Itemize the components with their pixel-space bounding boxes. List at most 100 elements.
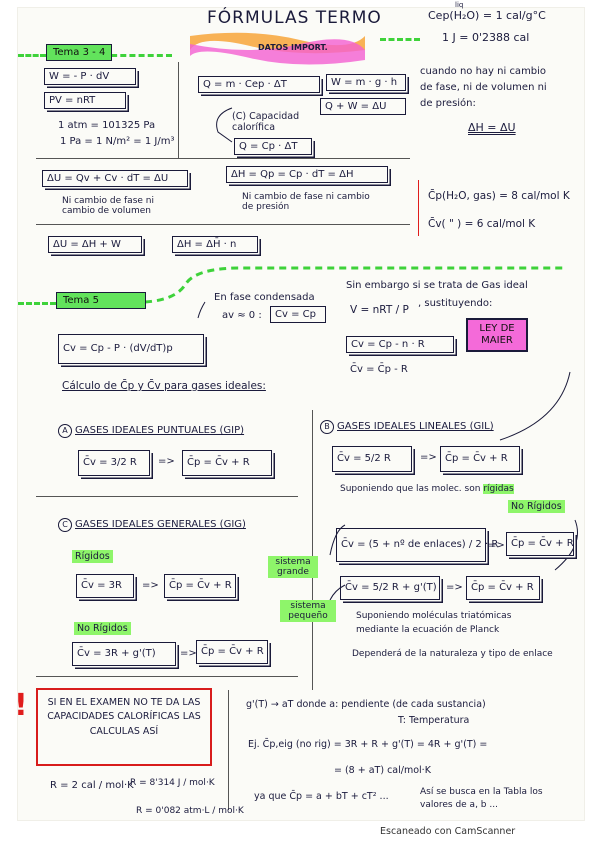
divider bbox=[18, 302, 56, 305]
gil-cv-bonds: C̄v = (5 + nº de enlaces) / 2 · R bbox=[336, 528, 498, 562]
gig-cv2: C̄v = 3R + g'(T) bbox=[72, 642, 176, 666]
gil-cp-g: C̄p = C̄v + R bbox=[466, 576, 540, 600]
alpha-approx: av ≈ 0 : bbox=[222, 310, 262, 321]
substituting-label: , sustituyendo: bbox=[418, 298, 493, 309]
gig-cp: C̄p = C̄v + R bbox=[164, 574, 236, 598]
gig-cv: C̄v = 3R bbox=[76, 574, 134, 598]
no-change-note: cuando no hay ni cambio de fase, ni de v… bbox=[420, 66, 547, 109]
joule-conversion: 1 J = 0'2388 cal bbox=[442, 31, 530, 44]
separator bbox=[312, 410, 313, 690]
condensed-phase-note: En fase condensada bbox=[214, 292, 315, 303]
divider bbox=[102, 54, 172, 57]
first-law-formula: Q + W = ΔU bbox=[320, 98, 406, 115]
separator bbox=[228, 690, 229, 810]
mayer-law-badge: LEY DE MAIER bbox=[466, 318, 528, 352]
gig-cp2: C̄p = C̄v + R bbox=[196, 640, 268, 664]
atm-conversion: 1 atm = 101325 Pa bbox=[58, 120, 156, 131]
capacity-heat-formula: Q = Cp · ΔT bbox=[234, 138, 312, 155]
ideal-gas-formula: PV = nRT bbox=[44, 92, 126, 109]
calc-title-text: Cálculo de C̄p y C̄v para gases ideales: bbox=[62, 380, 266, 392]
arrow-icon: => bbox=[180, 648, 197, 659]
capacity-label: (C) Capacidad calorífica bbox=[232, 111, 300, 133]
no-rigid-highlight: No Rígidos bbox=[508, 500, 565, 513]
du-dh-formula: ΔU = ΔH + W bbox=[48, 236, 142, 253]
example-cp-result: = (8 + aT) cal/mol·K bbox=[334, 765, 431, 776]
large-system-label: sistema grande bbox=[268, 556, 318, 578]
gip-cv: C̄v = 3/2 R bbox=[78, 450, 150, 476]
red-separator bbox=[418, 180, 419, 236]
internal-energy-formula: ΔU = Qv + Cv · dT = ΔU bbox=[42, 170, 188, 187]
marker-a: A bbox=[58, 424, 72, 438]
separator bbox=[36, 158, 410, 159]
arrow-icon: => bbox=[142, 580, 159, 591]
banner-label: DATOS IMPORT. bbox=[258, 43, 328, 52]
bond-note: Dependerá de la naturaleza y tipo de enl… bbox=[352, 649, 553, 659]
cep-superscript: liq bbox=[455, 1, 464, 9]
arrow-icon: => bbox=[488, 540, 505, 551]
rigid-gig-label: Rígidos bbox=[72, 550, 113, 563]
g-function-def: g'(T) → aT donde a: pendiente (de cada s… bbox=[246, 699, 486, 710]
example-cp: Ej. C̄p,eig (no rig) = 3R + R + g'(T) = … bbox=[248, 739, 488, 750]
separator bbox=[36, 676, 298, 677]
enthalpy-equal-energy: ΔH = ΔU bbox=[468, 121, 516, 134]
tema-3-4-tag: Tema 3 - 4 bbox=[46, 44, 113, 61]
arrow-icon: => bbox=[420, 452, 437, 463]
cv-water-gas: C̄v( " ) = 6 cal/mol K bbox=[428, 218, 536, 230]
r-joule: R = 8'314 J / mol·K bbox=[130, 778, 215, 788]
gil-title: GASES IDEALES LINEALES (GIL) bbox=[337, 421, 494, 432]
rigid-note-text: Suponiendo que las molec. son bbox=[340, 484, 481, 494]
du-note: Ni cambio de fase ni cambio de volumen bbox=[62, 196, 154, 217]
cv-cp-r: C̄v = C̄p - R bbox=[350, 364, 408, 375]
marker-c: C bbox=[58, 518, 72, 532]
divider bbox=[18, 54, 46, 57]
water-specific-heat: Cep(H₂O) = 1 cal/g°C bbox=[428, 9, 546, 22]
separator bbox=[36, 496, 298, 497]
rigid-note: Suponiendo que las molec. son rígidas bbox=[340, 484, 514, 494]
molar-enthalpy-formula: ΔH = ΔH̄ · n bbox=[172, 236, 258, 253]
page-title: FÓRMULAS TERMO bbox=[207, 8, 382, 28]
gil-cv-g: C̄v = 5/2 R + g'(T) bbox=[340, 576, 440, 600]
gil-cv: C̄v = 5/2 R bbox=[332, 446, 412, 472]
divider bbox=[380, 38, 420, 41]
planck-note: Suponiendo moléculas triatómicas mediant… bbox=[356, 611, 512, 635]
temperature-def: T: Temperatura bbox=[398, 715, 470, 726]
pa-conversion: 1 Pa = 1 N/m² = 1 J/m³ bbox=[60, 136, 175, 147]
cv-eq-cp: Cv = Cp bbox=[270, 306, 326, 323]
exclamation-icon: ! bbox=[14, 688, 28, 723]
enthalpy-formula: ΔH = Qp = Cp · dT = ΔH bbox=[226, 166, 388, 183]
potential-work-formula: W = m · g · h bbox=[326, 74, 406, 91]
marker-b: B bbox=[320, 420, 334, 434]
gig-title: GASES IDEALES GENERALES (GIG) bbox=[75, 519, 246, 530]
separator bbox=[36, 224, 410, 225]
notes-page bbox=[18, 8, 584, 820]
ideal-gas-note: Sin embargo si se trata de Gas ideal bbox=[346, 280, 528, 291]
no-rigid-gig-label: No Rígidos bbox=[74, 622, 131, 635]
cv-cp-nr: Cv = Cp - n · R bbox=[346, 336, 454, 353]
gil-cp: C̄p = C̄v + R bbox=[440, 446, 520, 472]
calc-title: Cálculo de C̄p y C̄v para gases ideales: bbox=[62, 380, 266, 392]
gip-title: GASES IDEALES PUNTUALES (GIP) bbox=[75, 425, 245, 436]
exam-note: SI EN EL EXAMEN NO TE DA LAS CAPACIDADES… bbox=[36, 688, 212, 766]
cp-polynomial: ya que C̄p = a + bT + cT² ... bbox=[254, 791, 389, 802]
arrow-icon: => bbox=[158, 456, 175, 467]
r-cal: R = 2 cal / mol·K bbox=[50, 780, 134, 791]
rigid-highlight: rígidas bbox=[483, 484, 514, 494]
tema-5-tag: Tema 5 bbox=[56, 292, 146, 309]
separator bbox=[178, 62, 179, 158]
volume-ideal: V = nRT / P bbox=[350, 304, 409, 316]
gip-cp: C̄p = C̄v + R bbox=[182, 450, 272, 476]
table-note: Así se busca en la Tabla los valores de … bbox=[420, 787, 543, 810]
scanner-footer: Escaneado con CamScanner bbox=[380, 826, 516, 837]
small-system-label: sistema pequeño bbox=[280, 600, 336, 622]
cp-water-gas: C̄p(H₂O, gas) = 8 cal/mol K bbox=[428, 190, 570, 202]
r-atm: R = 0'082 atm·L / mol·K bbox=[136, 806, 244, 816]
cv-general-formula: Cv = Cp - P · (dV/dT)p bbox=[58, 334, 204, 364]
dh-note: Ni cambio de fase ni cambio de presión bbox=[242, 192, 370, 213]
arrow-icon: => bbox=[446, 582, 463, 593]
heat-formula: Q = m · Cep · ΔT bbox=[198, 76, 320, 93]
work-formula: W = - P · dV bbox=[44, 68, 136, 85]
